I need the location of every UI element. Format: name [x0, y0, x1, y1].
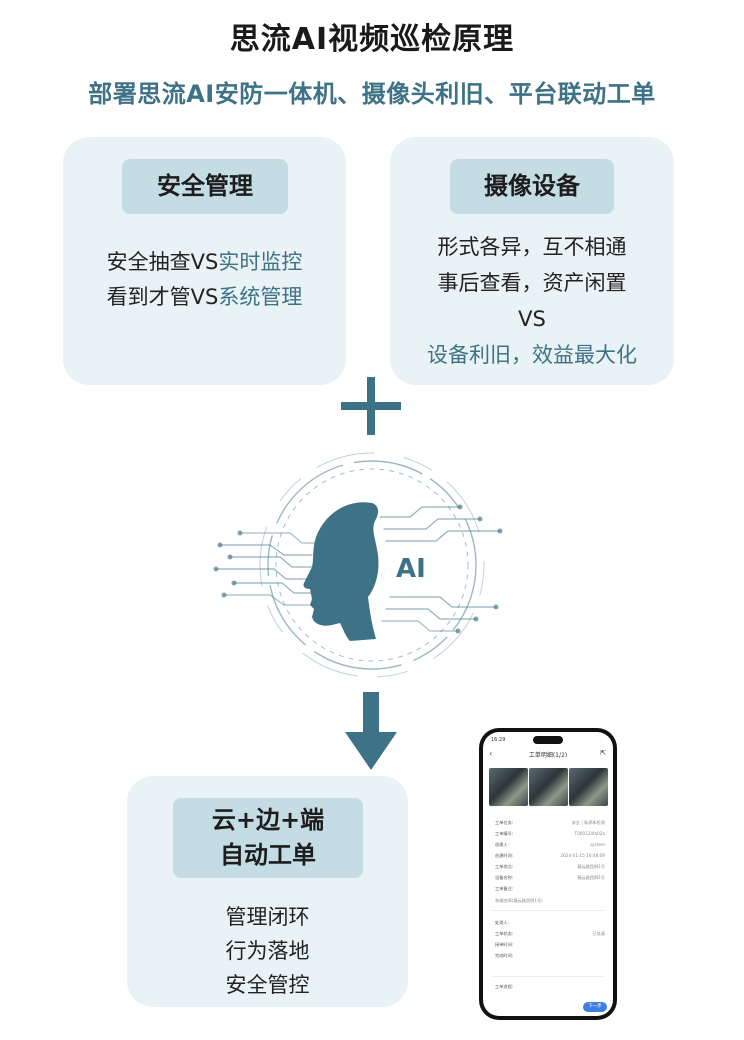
safety-line-2: 看到才管VS系统管理 [63, 280, 346, 315]
safety-line-2-plain: 看到才管VS [106, 285, 219, 309]
snapshot-thumbnail[interactable] [569, 768, 608, 806]
detail-row-key: 创建人: [495, 842, 509, 847]
detail-row-value: 凝云路西侧1号 [577, 864, 605, 869]
detail-row-key: 设备名称: [495, 875, 514, 880]
ai-badge: AI [396, 554, 426, 584]
arrow-down-icon [345, 692, 397, 770]
camera-line-2: 事后查看，资产闲置 [437, 271, 627, 295]
ai-head-circuit-icon: AI [213, 452, 503, 678]
safety-line-2-accent: 系统管理 [218, 285, 303, 309]
card-auto-workorder-text: 管理闭环 行为落地 安全管控 [127, 900, 408, 1002]
snapshot-thumbnail[interactable] [529, 768, 568, 806]
safety-line-1: 安全抽查VS实时监控 [63, 245, 346, 280]
phone-mockup: 16:29 ‹ 工单明细(1/2) ⇱ 工单任务: 安全 | 私停车检测工单编号:… [479, 728, 617, 1020]
detail-row-key: 工单编号: [495, 831, 514, 836]
page-subtitle: 部署思流AI安防一体机、摄像头利旧、平台联动工单 [88, 80, 656, 108]
camera-line-1: 形式各异，互不相通 [437, 235, 627, 259]
camera-line-3: VS [518, 307, 546, 331]
card-safety-management: 安全管理 安全抽查VS实时监控 看到才管VS系统管理 [63, 137, 346, 385]
camera-line-4: 设备利旧，效益最大化 [427, 343, 637, 367]
detail-row-key: 处理人: [495, 920, 509, 925]
workorder-note-text: 车辆违停(凝云路西侧1号) [495, 898, 543, 903]
workorder-progress-label: 工单进程: [495, 984, 514, 989]
safety-line-1-accent: 实时监控 [218, 250, 303, 274]
detail-row-value: 安全 | 私停车检测 [571, 820, 605, 825]
card-auto-workorder-label: 云+边+端 自动工单 [173, 798, 363, 878]
detail-row-value: 已驳清 [592, 931, 605, 936]
divider [491, 976, 605, 977]
detail-row-value: 2024-01-15 16:48:09 [560, 853, 605, 858]
detail-row-value: system [589, 842, 605, 847]
card-safety-management-text: 安全抽查VS实时监控 看到才管VS系统管理 [63, 245, 346, 315]
card-camera-devices-label: 摄像设备 [450, 159, 614, 214]
detail-row-key: 工单备注: [495, 886, 514, 891]
detail-row-key: 接单时间: [495, 942, 514, 947]
card-camera-devices: 摄像设备 形式各异，互不相通 事后查看，资产闲置 VS 设备利旧，效益最大化 [390, 137, 674, 385]
phone-header: 工单明细(1/2) [528, 752, 568, 759]
card-auto-workorder: 云+边+端 自动工单 管理闭环 行为落地 安全管控 [127, 776, 408, 1007]
detail-row-key: 完成时间: [495, 953, 514, 958]
next-step-button[interactable]: 下一步 [583, 1002, 607, 1012]
phone-screen: 16:29 ‹ 工单明细(1/2) ⇱ 工单任务: 安全 | 私停车检测工单编号:… [483, 732, 613, 1016]
detail-row-key: 工单状态: [495, 931, 514, 936]
divider [491, 910, 605, 911]
phone-status-time: 16:29 [491, 737, 506, 743]
back-icon[interactable]: ‹ [489, 749, 493, 758]
detail-row-key: 工单任务: [495, 820, 514, 825]
phone-camera-island [533, 736, 563, 744]
card-safety-management-label: 安全管理 [122, 159, 288, 214]
detail-row-key: 创建时间: [495, 853, 514, 858]
share-icon[interactable]: ⇱ [600, 749, 606, 757]
workorder-line-3: 安全管控 [225, 973, 310, 997]
detail-row-value: 凝云路西侧1号 [577, 875, 605, 880]
safety-line-1-plain: 安全抽查VS [106, 250, 219, 274]
plus-icon-vertical [367, 377, 375, 435]
card-camera-devices-text: 形式各异，互不相通 事后查看，资产闲置 VS 设备利旧，效益最大化 [390, 229, 674, 373]
auto-workorder-label-line-1: 云+边+端 [211, 806, 325, 834]
snapshot-thumbnail[interactable] [489, 768, 528, 806]
auto-workorder-label-line-2: 自动工单 [220, 841, 316, 869]
detail-row-value: T000124fa02a [574, 831, 605, 836]
page-title: 思流AI视频巡检原理 [229, 22, 515, 57]
ai-head-silhouette [303, 502, 379, 641]
workorder-line-2: 行为落地 [225, 939, 310, 963]
detail-row-key: 工单地点: [495, 864, 514, 869]
workorder-line-1: 管理闭环 [225, 905, 310, 929]
